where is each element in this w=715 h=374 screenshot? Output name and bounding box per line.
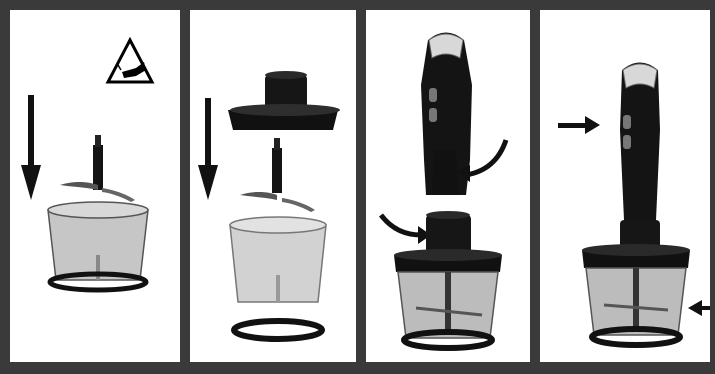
chopper-bowl <box>230 217 326 302</box>
left-arrow-icon <box>688 300 710 316</box>
step-1-panel <box>10 10 180 362</box>
gearbox-lid <box>228 71 340 130</box>
step-2-panel <box>190 10 356 362</box>
rotate-arrow-icon <box>381 215 431 244</box>
assembled-chopper <box>582 63 690 346</box>
chopper-bowl <box>48 202 148 290</box>
right-arrow-icon <box>558 116 600 134</box>
step-4-panel <box>540 10 710 362</box>
down-arrow-icon <box>198 98 218 200</box>
step-3-panel <box>366 10 530 362</box>
caution-sharp-blade-icon <box>108 40 152 82</box>
blade-assembly <box>60 135 135 202</box>
rubber-base-ring <box>234 321 322 339</box>
blade-assembly <box>240 138 315 212</box>
down-arrow-icon <box>21 95 41 200</box>
